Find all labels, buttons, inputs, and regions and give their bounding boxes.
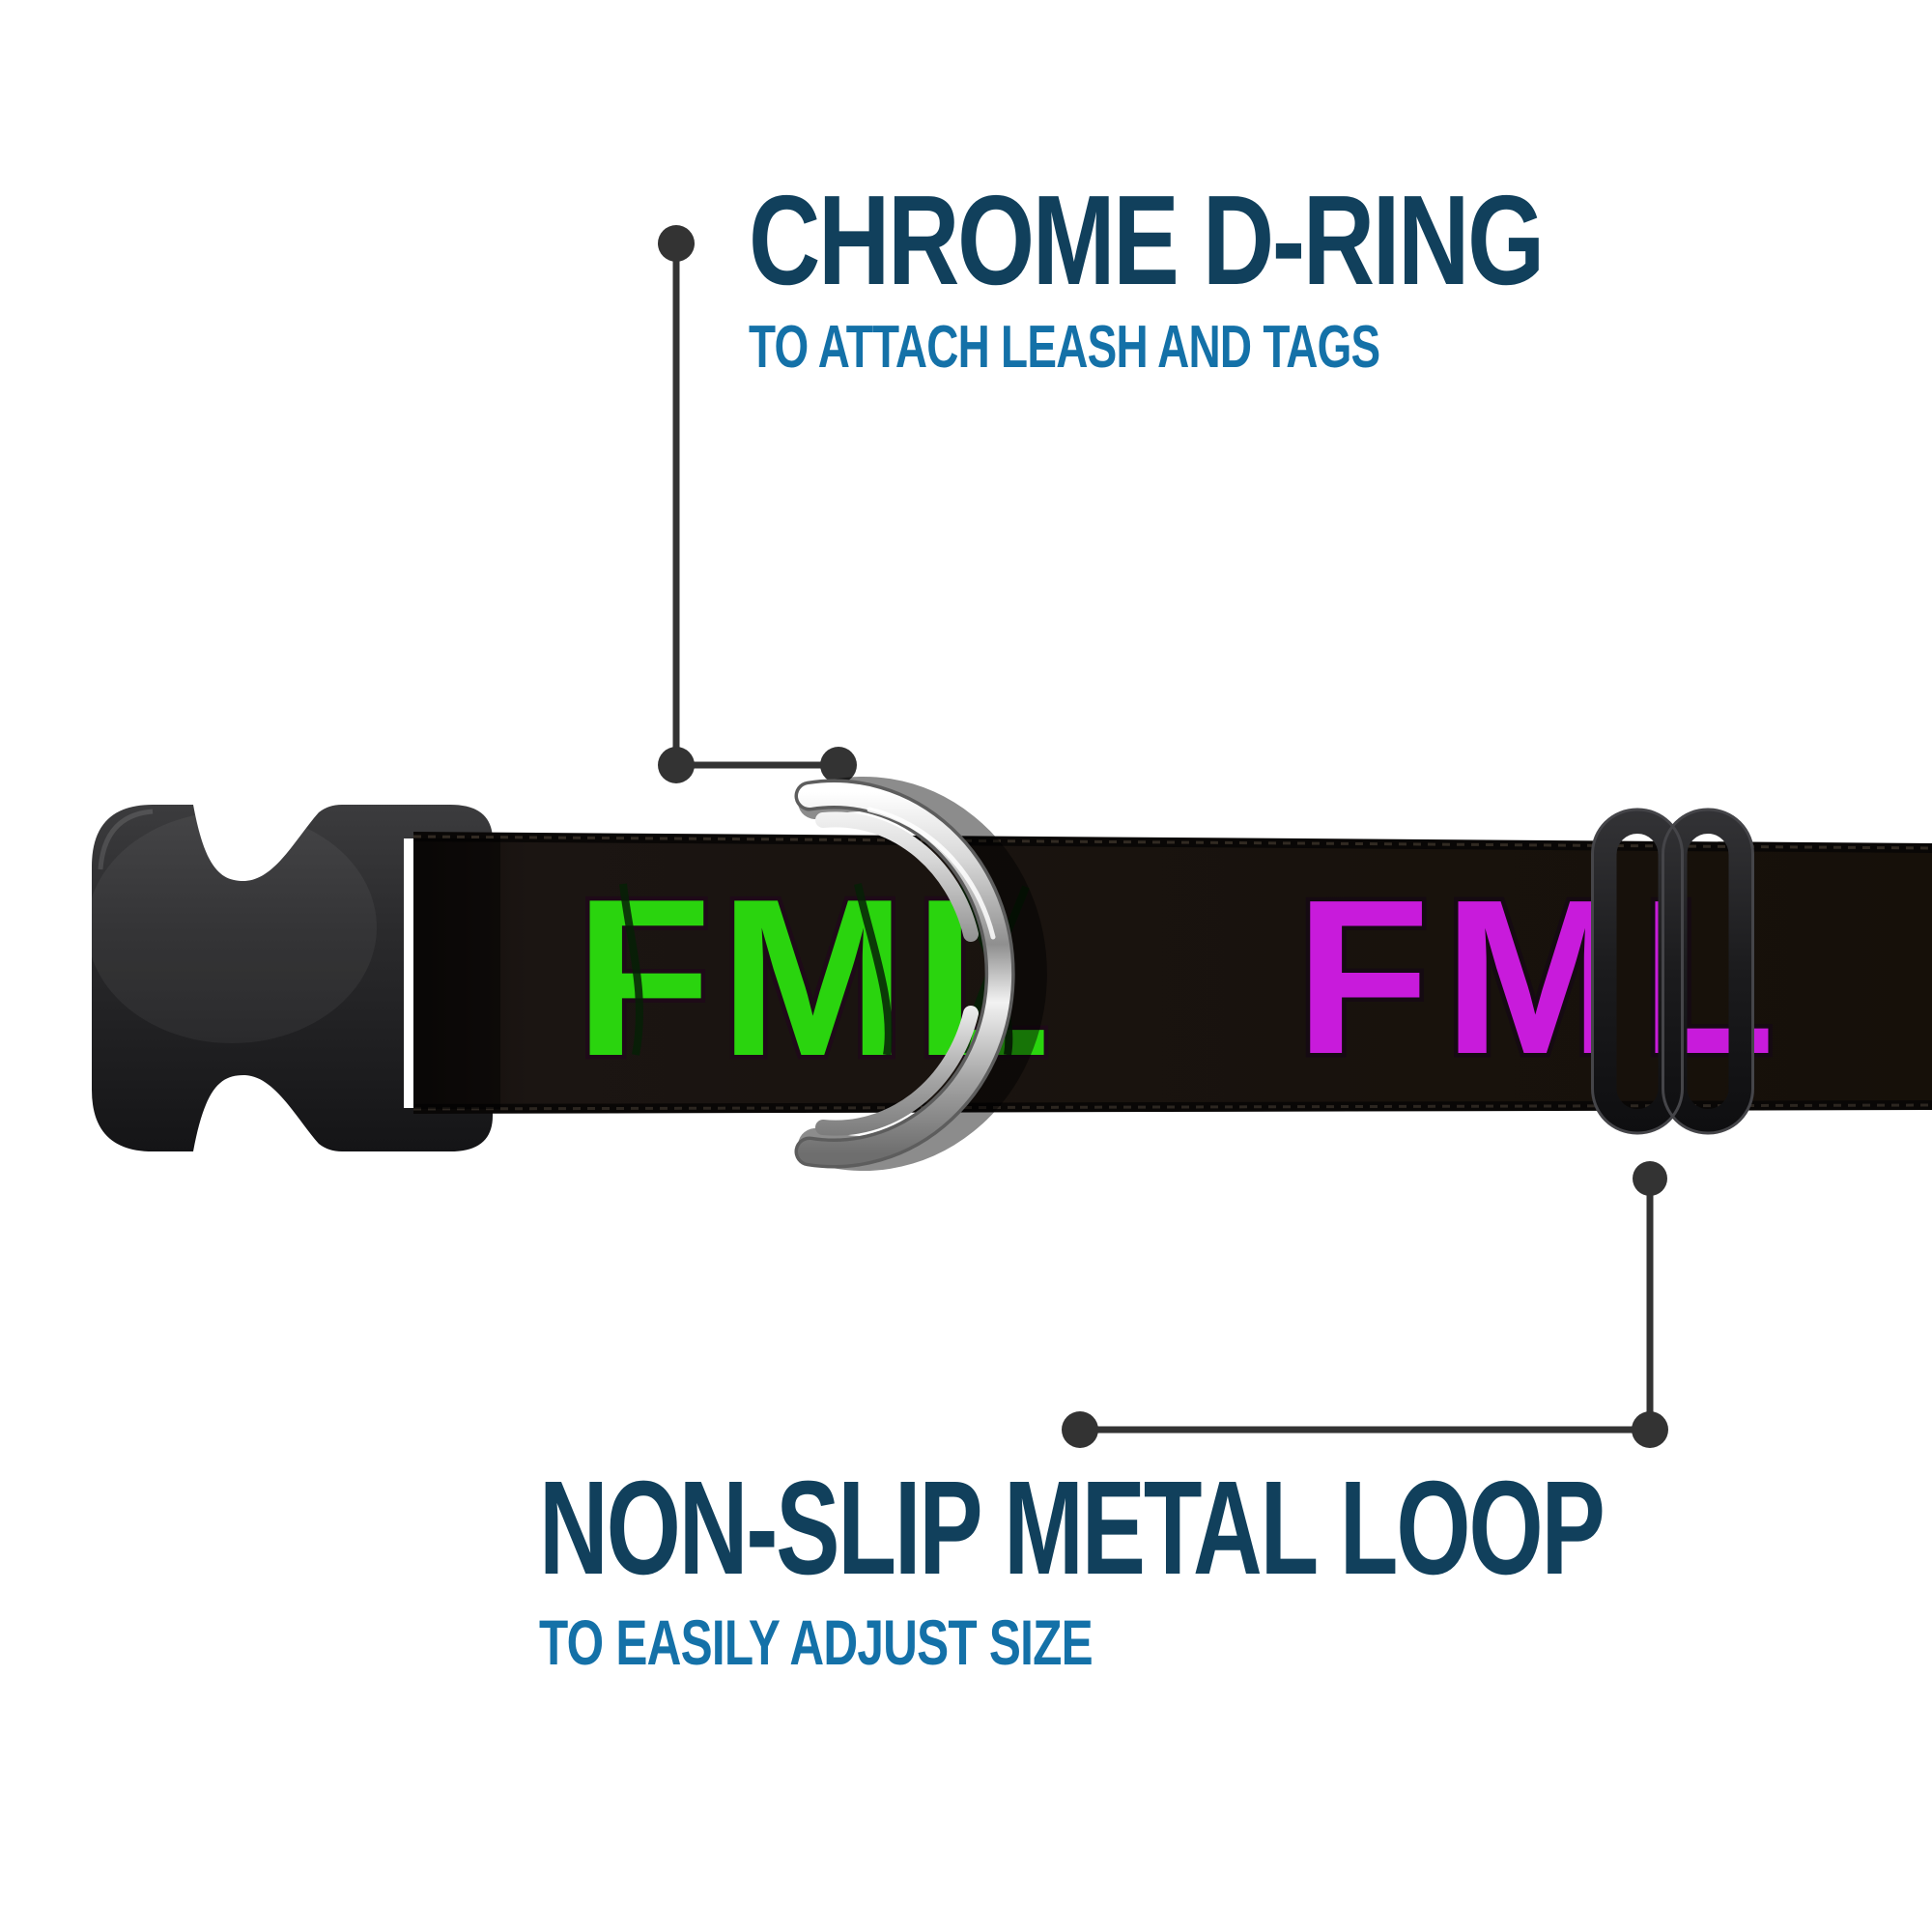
top-callout-target-dot [820, 747, 857, 783]
d-ring-inner-arc-top [815, 811, 979, 942]
buckle-highlight [87, 811, 377, 1043]
d-ring-outer-arc-chrome [798, 782, 1012, 1165]
bottom-callout-title: NON-SLIP METAL LOOP [539, 1454, 1605, 1603]
slider-left-ring-rim [1591, 808, 1684, 1135]
slider-right-ring [1662, 810, 1753, 1133]
d-ring-inner-arc-bottom [815, 1006, 979, 1136]
webbing-fabric [413, 835, 1932, 1111]
d-ring-specular-highlight [867, 807, 996, 940]
top-callout-subtitle: TO ATTACH LEASH AND TAGS [749, 314, 1380, 381]
webbing-fold-shadow [413, 838, 500, 1109]
top-callout-anchor-dot [658, 225, 695, 262]
top-callout-label: CHROME D-RING TO ATTACH LEASH AND TAGS [749, 177, 1767, 378]
triglide-slider [1591, 808, 1754, 1135]
collar-print-purple: FML [1295, 855, 1788, 1100]
bottom-callout-pointer [1062, 1161, 1668, 1448]
top-callout-title: CHROME D-RING [749, 169, 1545, 311]
buckle-body [92, 805, 493, 1151]
bottom-callout-anchor-dot [1633, 1161, 1667, 1196]
chrome-d-ring [794, 777, 1047, 1171]
side-release-buckle [87, 805, 493, 1151]
slider-right-ring-rim [1662, 808, 1754, 1135]
top-callout-pointer [658, 225, 857, 783]
bottom-callout-subtitle: TO EASILY ADJUST SIZE [539, 1606, 1094, 1678]
bottom-callout-corner-dot [1632, 1411, 1668, 1448]
buckle-edge-highlight [98, 809, 154, 870]
bottom-callout-label: NON-SLIP METAL LOOP TO EASILY ADJUST SIZ… [539, 1462, 1932, 1674]
webbing-strap: FML FML [412, 832, 1932, 1114]
bottom-callout-target-dot [1062, 1411, 1098, 1448]
